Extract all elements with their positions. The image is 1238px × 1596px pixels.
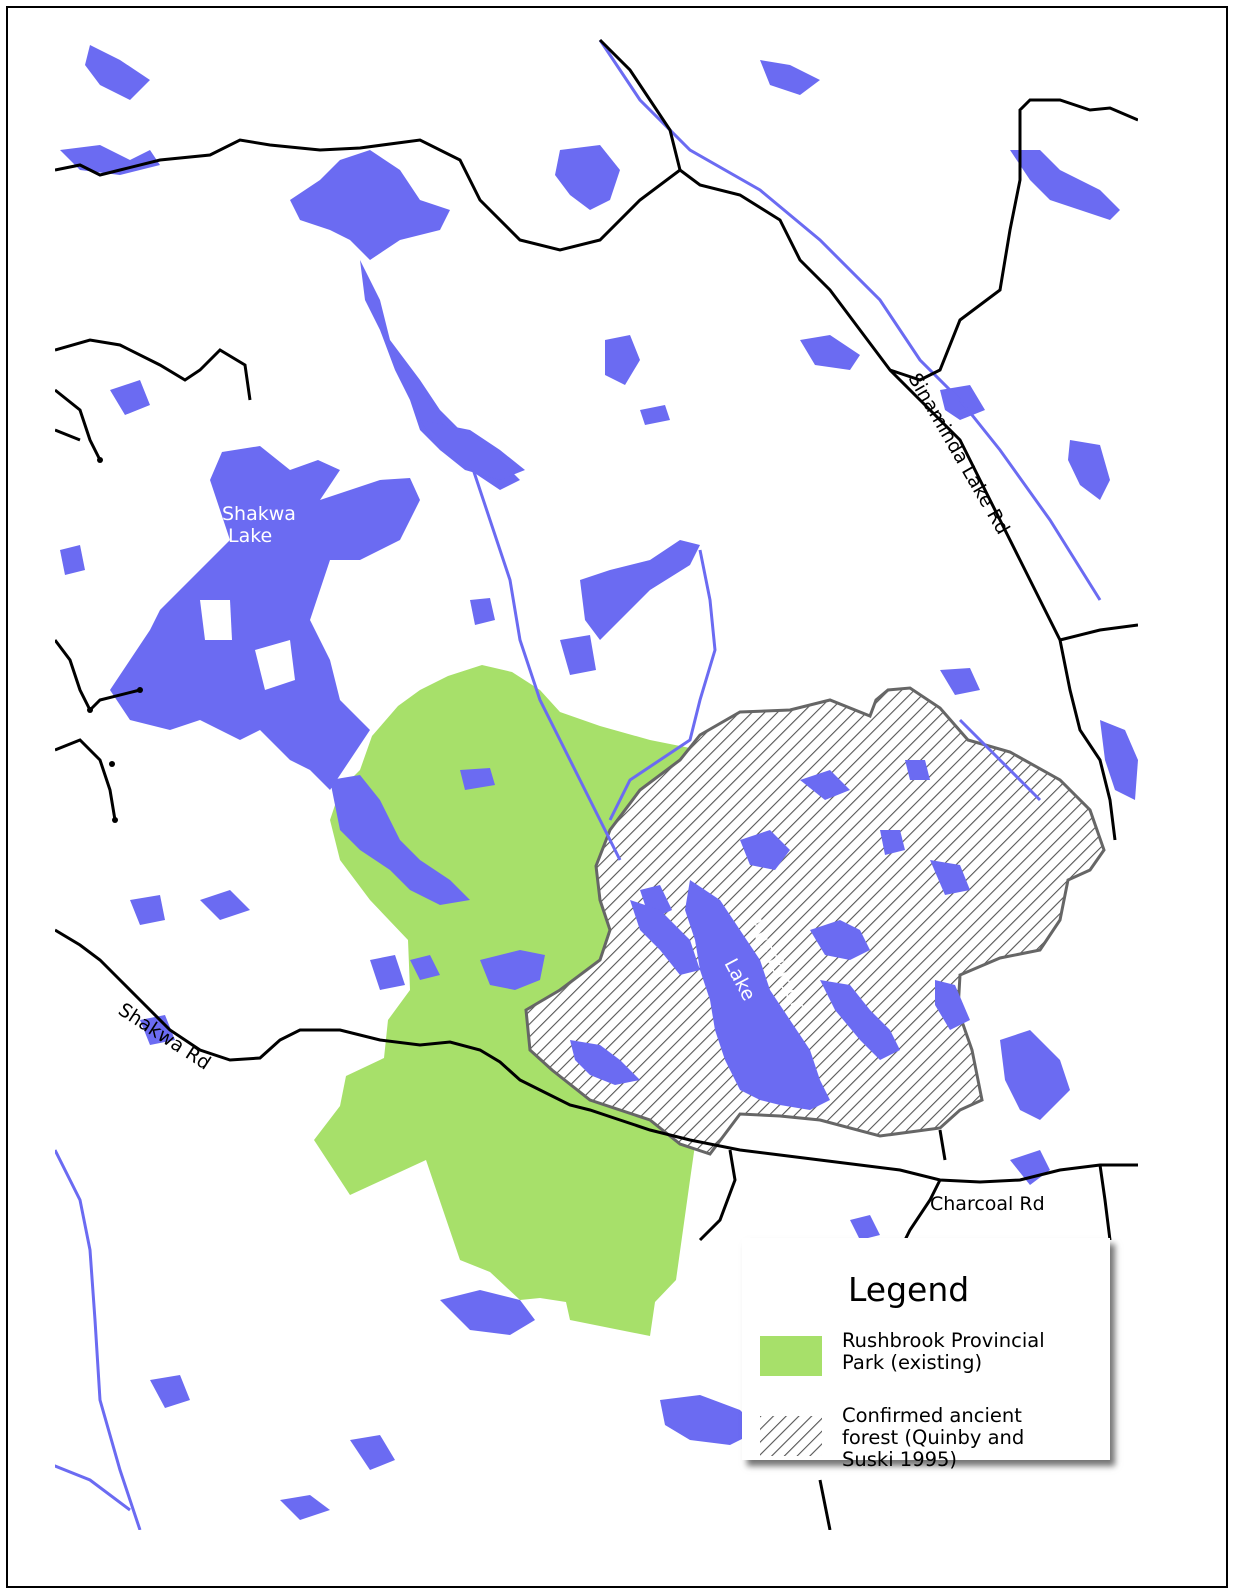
ancient-forest-area bbox=[524, 686, 1106, 1156]
road-endpoints bbox=[87, 457, 143, 823]
shakwa-lake-label-line1: Shakwa bbox=[222, 503, 296, 525]
charcoal-road-label: Charcoal Rd bbox=[930, 1193, 1045, 1215]
forest-swatch bbox=[760, 1416, 822, 1456]
water-bodies bbox=[60, 45, 1138, 1520]
shakwa-lake-label-line2: Lake bbox=[228, 525, 272, 547]
park-swatch bbox=[760, 1336, 822, 1376]
roads bbox=[55, 38, 1138, 1530]
rivers bbox=[55, 39, 1102, 1530]
forest-legend-label: Confirmed ancient forest (Quinby and Sus… bbox=[842, 1404, 1025, 1471]
legend-title: Legend bbox=[848, 1270, 970, 1309]
legend: Legend Rushbrook Provincial Park (existi… bbox=[742, 1238, 1110, 1471]
shakwa-road-label: Shakwa Rd bbox=[114, 999, 214, 1075]
park-legend-label: Rushbrook Provincial Park (existing) bbox=[842, 1329, 1045, 1374]
